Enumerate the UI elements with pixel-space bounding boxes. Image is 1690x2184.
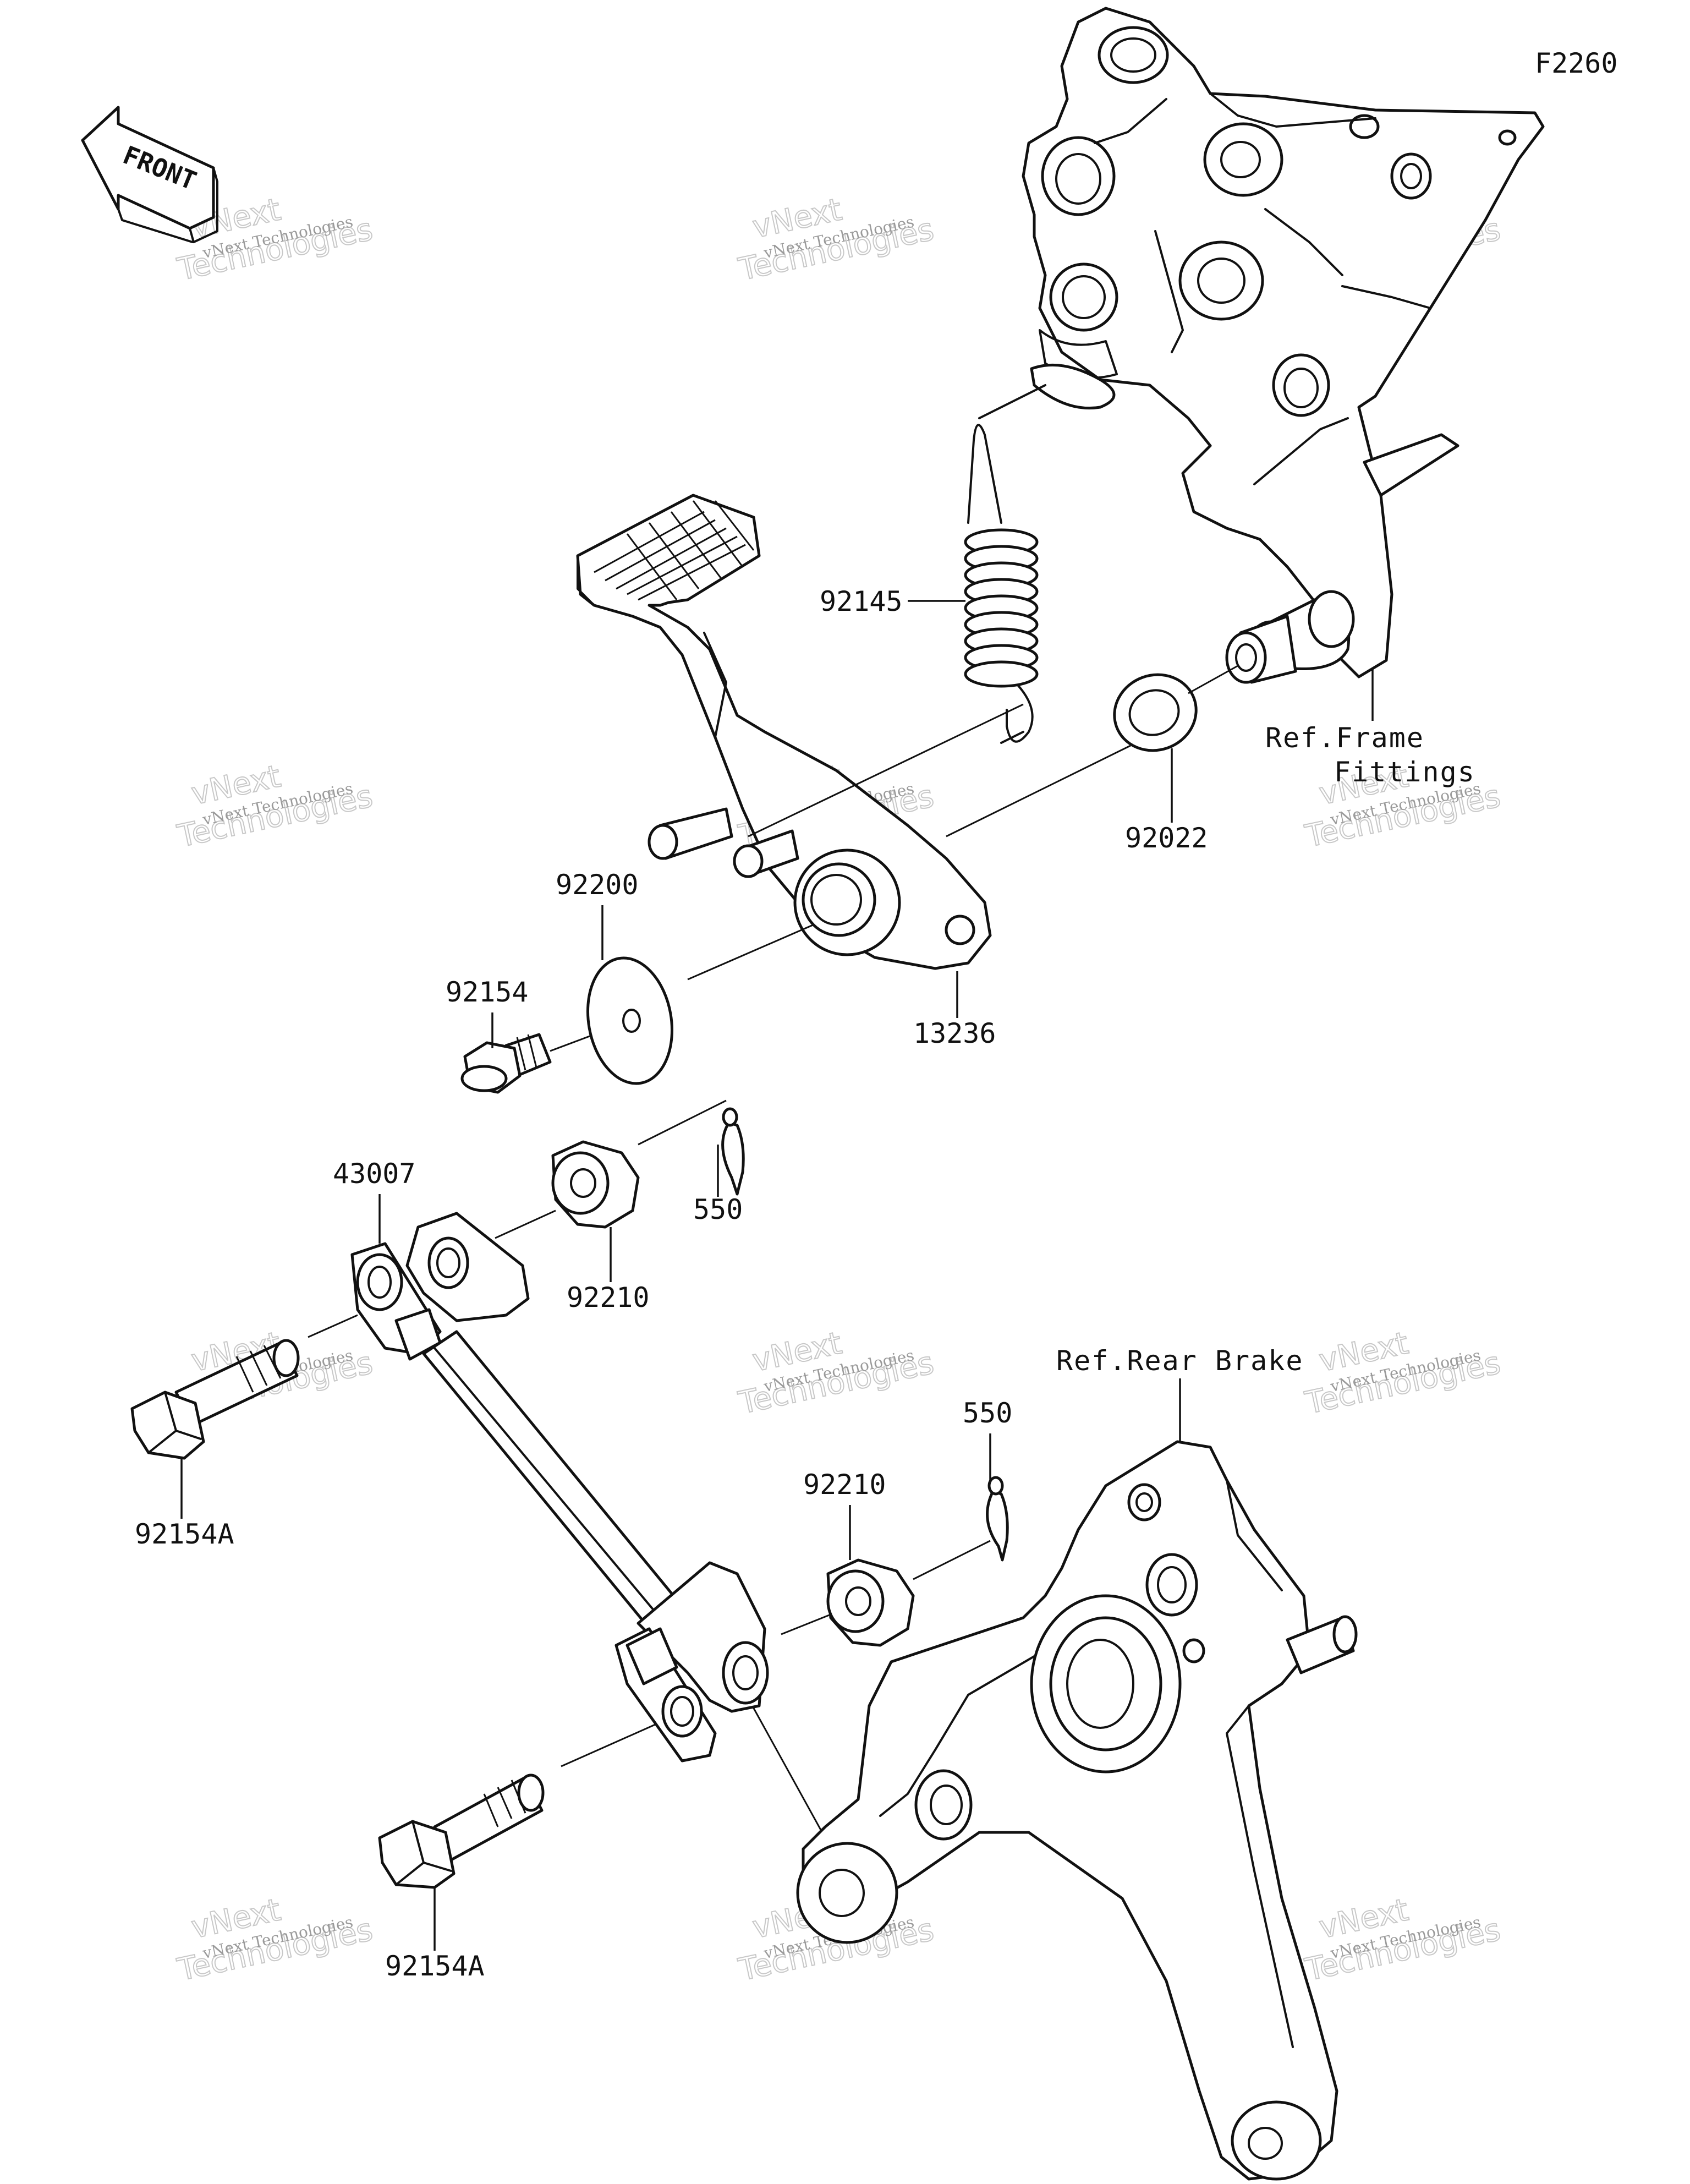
castle-nut-upper (551, 1140, 640, 1229)
watermark: vNext Technologies vNext Technologies (735, 1324, 937, 1422)
watermark: vNext Technologies vNext Technologies (174, 191, 376, 288)
callout-92154: 92154 (446, 976, 529, 1008)
watermark: vNext Technologies vNext Technologies (1302, 758, 1504, 855)
assembly-lines (308, 665, 1238, 1838)
clevis-bolt-lower (378, 1774, 545, 1889)
callout-92154A-lower: 92154A (385, 1950, 485, 1982)
callout-13236: 13236 (913, 1017, 996, 1049)
cotter-pin-lower (986, 1476, 1009, 1562)
watermark: vNext Technologies vNext Technologies (174, 758, 376, 855)
callout-ref-frame-fittings-line1: Ref.Frame (1265, 722, 1424, 754)
flange-bolt (460, 1033, 552, 1094)
callout-ref-rear-brake: Ref.Rear Brake (1056, 1345, 1303, 1377)
large-washer (1113, 673, 1198, 752)
clevis-bolt-upper (130, 1339, 300, 1460)
callout-550-upper: 550 (693, 1194, 743, 1225)
rear-brake-arm (796, 1440, 1358, 2181)
callout-92210-lower: 92210 (803, 1469, 886, 1501)
callout-92200: 92200 (556, 869, 639, 901)
frame-bracket (1022, 7, 1545, 678)
callout-550-lower: 550 (963, 1397, 1012, 1429)
front-direction-arrow-icon: FRONT (81, 106, 218, 243)
pivot-shaft (1225, 615, 1297, 684)
small-washer (586, 956, 674, 1085)
callout-ref-frame-fittings-line2: Fittings (1334, 756, 1475, 788)
watermark: vNext Technologies vNext Technologies (735, 191, 937, 288)
brake-pedal (576, 494, 992, 970)
callout-92022: 92022 (1125, 822, 1208, 854)
cotter-pin-upper (721, 1107, 745, 1196)
watermark: vNext Technologies vNext Technologies (1302, 1324, 1504, 1422)
brake-rod (350, 1212, 769, 1762)
callout-43007: 43007 (333, 1158, 416, 1190)
watermark: vNext Technologies vNext Technologies (174, 1891, 376, 1989)
callout-92145: 92145 (820, 585, 903, 617)
watermark: vNext Technologies vNext Technologies (1302, 1891, 1504, 1989)
castle-nut-lower (826, 1558, 915, 1647)
callout-92154A-upper: 92154A (135, 1518, 234, 1550)
return-spring (964, 384, 1046, 744)
diagram-code: F2260 (1535, 47, 1618, 79)
callout-92210-upper: 92210 (567, 1282, 650, 1313)
